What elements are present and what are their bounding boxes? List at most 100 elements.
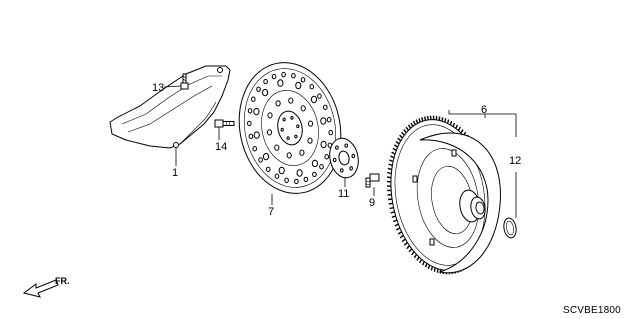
drive-plate-hole [253,131,260,139]
callout-13: 13 [152,82,164,94]
ring-gear-tooth [392,147,397,152]
washer-hole [351,153,356,159]
ring-gear-tooth [416,256,420,261]
drive-plate-hole [295,81,302,90]
ring-gear-tooth [457,126,461,131]
drive-plate-hole [275,100,281,107]
drive-plate-hole [274,173,280,179]
washer-hole [340,168,344,173]
drive-plate-hole [267,112,273,119]
callout-7: 7 [268,206,274,218]
callout-12: 12 [509,155,521,167]
leader-lines [163,85,517,218]
drive-plate-hole [281,71,286,78]
torque-converter [386,115,501,275]
drive-plate-hole [252,146,257,152]
ring-gear-tooth [421,117,424,122]
drive-plate-hole [262,152,270,161]
ring-gear-tooth [406,245,411,250]
washer-plate [329,137,359,179]
ring-gear-tooth [387,171,392,175]
drive-plate-hole [312,171,317,178]
drive-plate-hole [291,73,296,79]
drive-plate-hole [309,84,315,90]
drive-plate-hole [278,166,285,175]
ring-gear-tooth [460,129,464,134]
drive-plate-hole [263,78,268,85]
drive-plate-hole [271,73,277,80]
ring-gear-tooth [426,115,429,121]
drive-plate-hole [300,105,306,112]
drive-plate-hole [299,149,305,156]
drive-plate-hole [265,166,271,173]
ring-gear-tooth [394,223,399,227]
ring-gear-tooth [395,140,400,145]
shield-plate [109,65,231,149]
callout-11: 11 [338,188,349,200]
drive-plate-hole [258,157,263,163]
drive-plate-hole [286,136,290,141]
ring-gear-tooth [386,176,392,179]
ring-gear-tooth [419,259,423,264]
drive-plate-hole [328,129,334,136]
drive-plate-hole [282,117,286,122]
drive-plate-hole [294,134,298,139]
drive-plate-hole [310,95,318,104]
washer-hole [344,143,349,148]
bolt-9 [365,173,380,188]
drive-plate-hole [288,97,294,104]
bolt-14 [214,119,235,128]
drive-plate-hole [307,137,313,144]
ring-gear-tooth [399,134,403,139]
ring-gear-tooth [413,254,418,259]
drive-plate-hole [320,140,327,149]
drive-plate-hole [317,93,322,99]
drive-plate-hole [311,159,318,168]
drive-plate-hole [247,120,252,127]
callout-1: 1 [172,167,178,179]
drive-plate-hole [319,164,324,170]
drive-plate-hole [307,120,314,127]
ring-gear-tooth [396,227,401,231]
drive-plate-hole [284,177,289,184]
ring-gear-tooth [401,238,406,243]
ring-gear-tooth [424,116,427,121]
drive-plate-hole [326,117,332,123]
ring-gear-tooth [411,251,415,256]
drive-plate-hole [251,96,256,102]
figure-code: SCVBE1800 [563,305,621,316]
ring-gear-tooth [388,163,393,167]
ring-gear-tooth [455,124,459,129]
ring-gear-tooth [408,248,413,253]
ring-gear-tooth [390,211,395,214]
ring-gear-tooth [391,151,396,155]
washer-hole [335,145,339,150]
drive-plate-hole [303,176,309,183]
ring-gear-tooth [397,231,402,235]
bolt-13 [180,73,189,90]
drive-plate-hole [248,133,254,140]
ring-gear-tooth [390,155,395,159]
ring-gear-tooth [389,206,394,210]
front-direction-label: FR. [55,276,70,286]
ring-gear-tooth [393,219,398,223]
ring-gear-tooth [421,261,425,266]
ring-gear-tooth [389,159,394,163]
drive-plate-hole [323,104,328,111]
drive-plate-holes [247,71,334,185]
callout-9: 9 [369,197,375,209]
ring-gear-tooth [388,202,393,205]
callout-6: 6 [481,104,487,116]
ring-gear-tooth [397,137,402,142]
drive-plate-hole [324,154,330,160]
drive-plate-hole [296,124,300,129]
ring-gear-tooth [412,120,416,125]
ring-gear-tooth [399,234,404,239]
drive-plate-hole [290,116,294,120]
drive-plate-hole [286,152,292,159]
callout-14: 14 [215,141,227,153]
drive-plate-hole [266,129,273,136]
drive-plate-hole [294,178,299,185]
drive-plate-hole [277,79,284,87]
